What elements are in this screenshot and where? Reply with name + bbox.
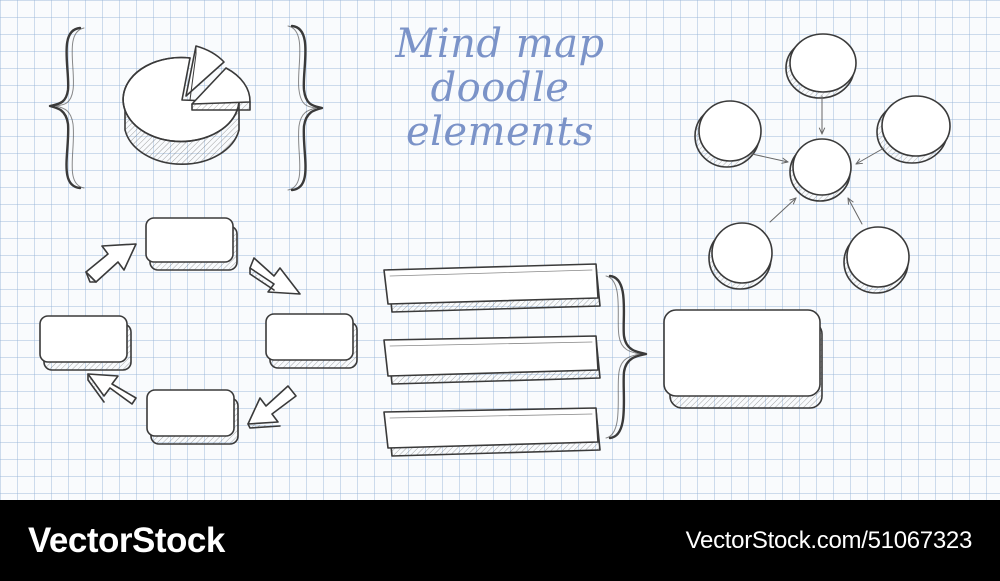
pie-chart-doodle [122,45,251,166]
cycle-arrow-top-right [249,257,301,295]
hub-circle-left [694,100,762,168]
cycle-box-top [145,217,238,271]
title-line-1: Mind map [395,21,605,67]
hub-circle-bottom-left [708,222,773,290]
large-result-box [663,309,823,409]
cycle-arrow-bottom-right [247,385,297,429]
long-bar-bottom [383,407,601,457]
hub-circle-bottom-right [843,226,910,294]
vectorstock-logo-text: VectorStock [28,520,225,560]
long-bar-top [383,263,601,313]
doodle-elements [39,24,951,457]
watermark-bar: VectorStock VectorStock.com/51067323 [0,500,1000,581]
cycle-arrow-top-left [85,243,137,283]
cycle-box-bottom [146,389,239,445]
page-title: Mind map doodle elements [330,22,670,154]
right-curly-brace [287,24,324,192]
left-curly-brace [48,26,85,190]
hub-connector-arrows [751,95,885,225]
hub-circle-right [876,95,951,164]
cycle-box-left [39,315,132,371]
cycle-arrow-bottom-left [87,373,137,405]
hub-circle-center [789,138,852,202]
hub-circle-top [785,33,857,99]
bars-right-curly-brace [605,274,648,440]
long-bar-middle [383,335,601,385]
cycle-box-right [265,313,358,369]
title-line-2: doodle elements [405,65,595,155]
vectorstock-image-id: VectorStock.com/51067323 [685,526,973,554]
